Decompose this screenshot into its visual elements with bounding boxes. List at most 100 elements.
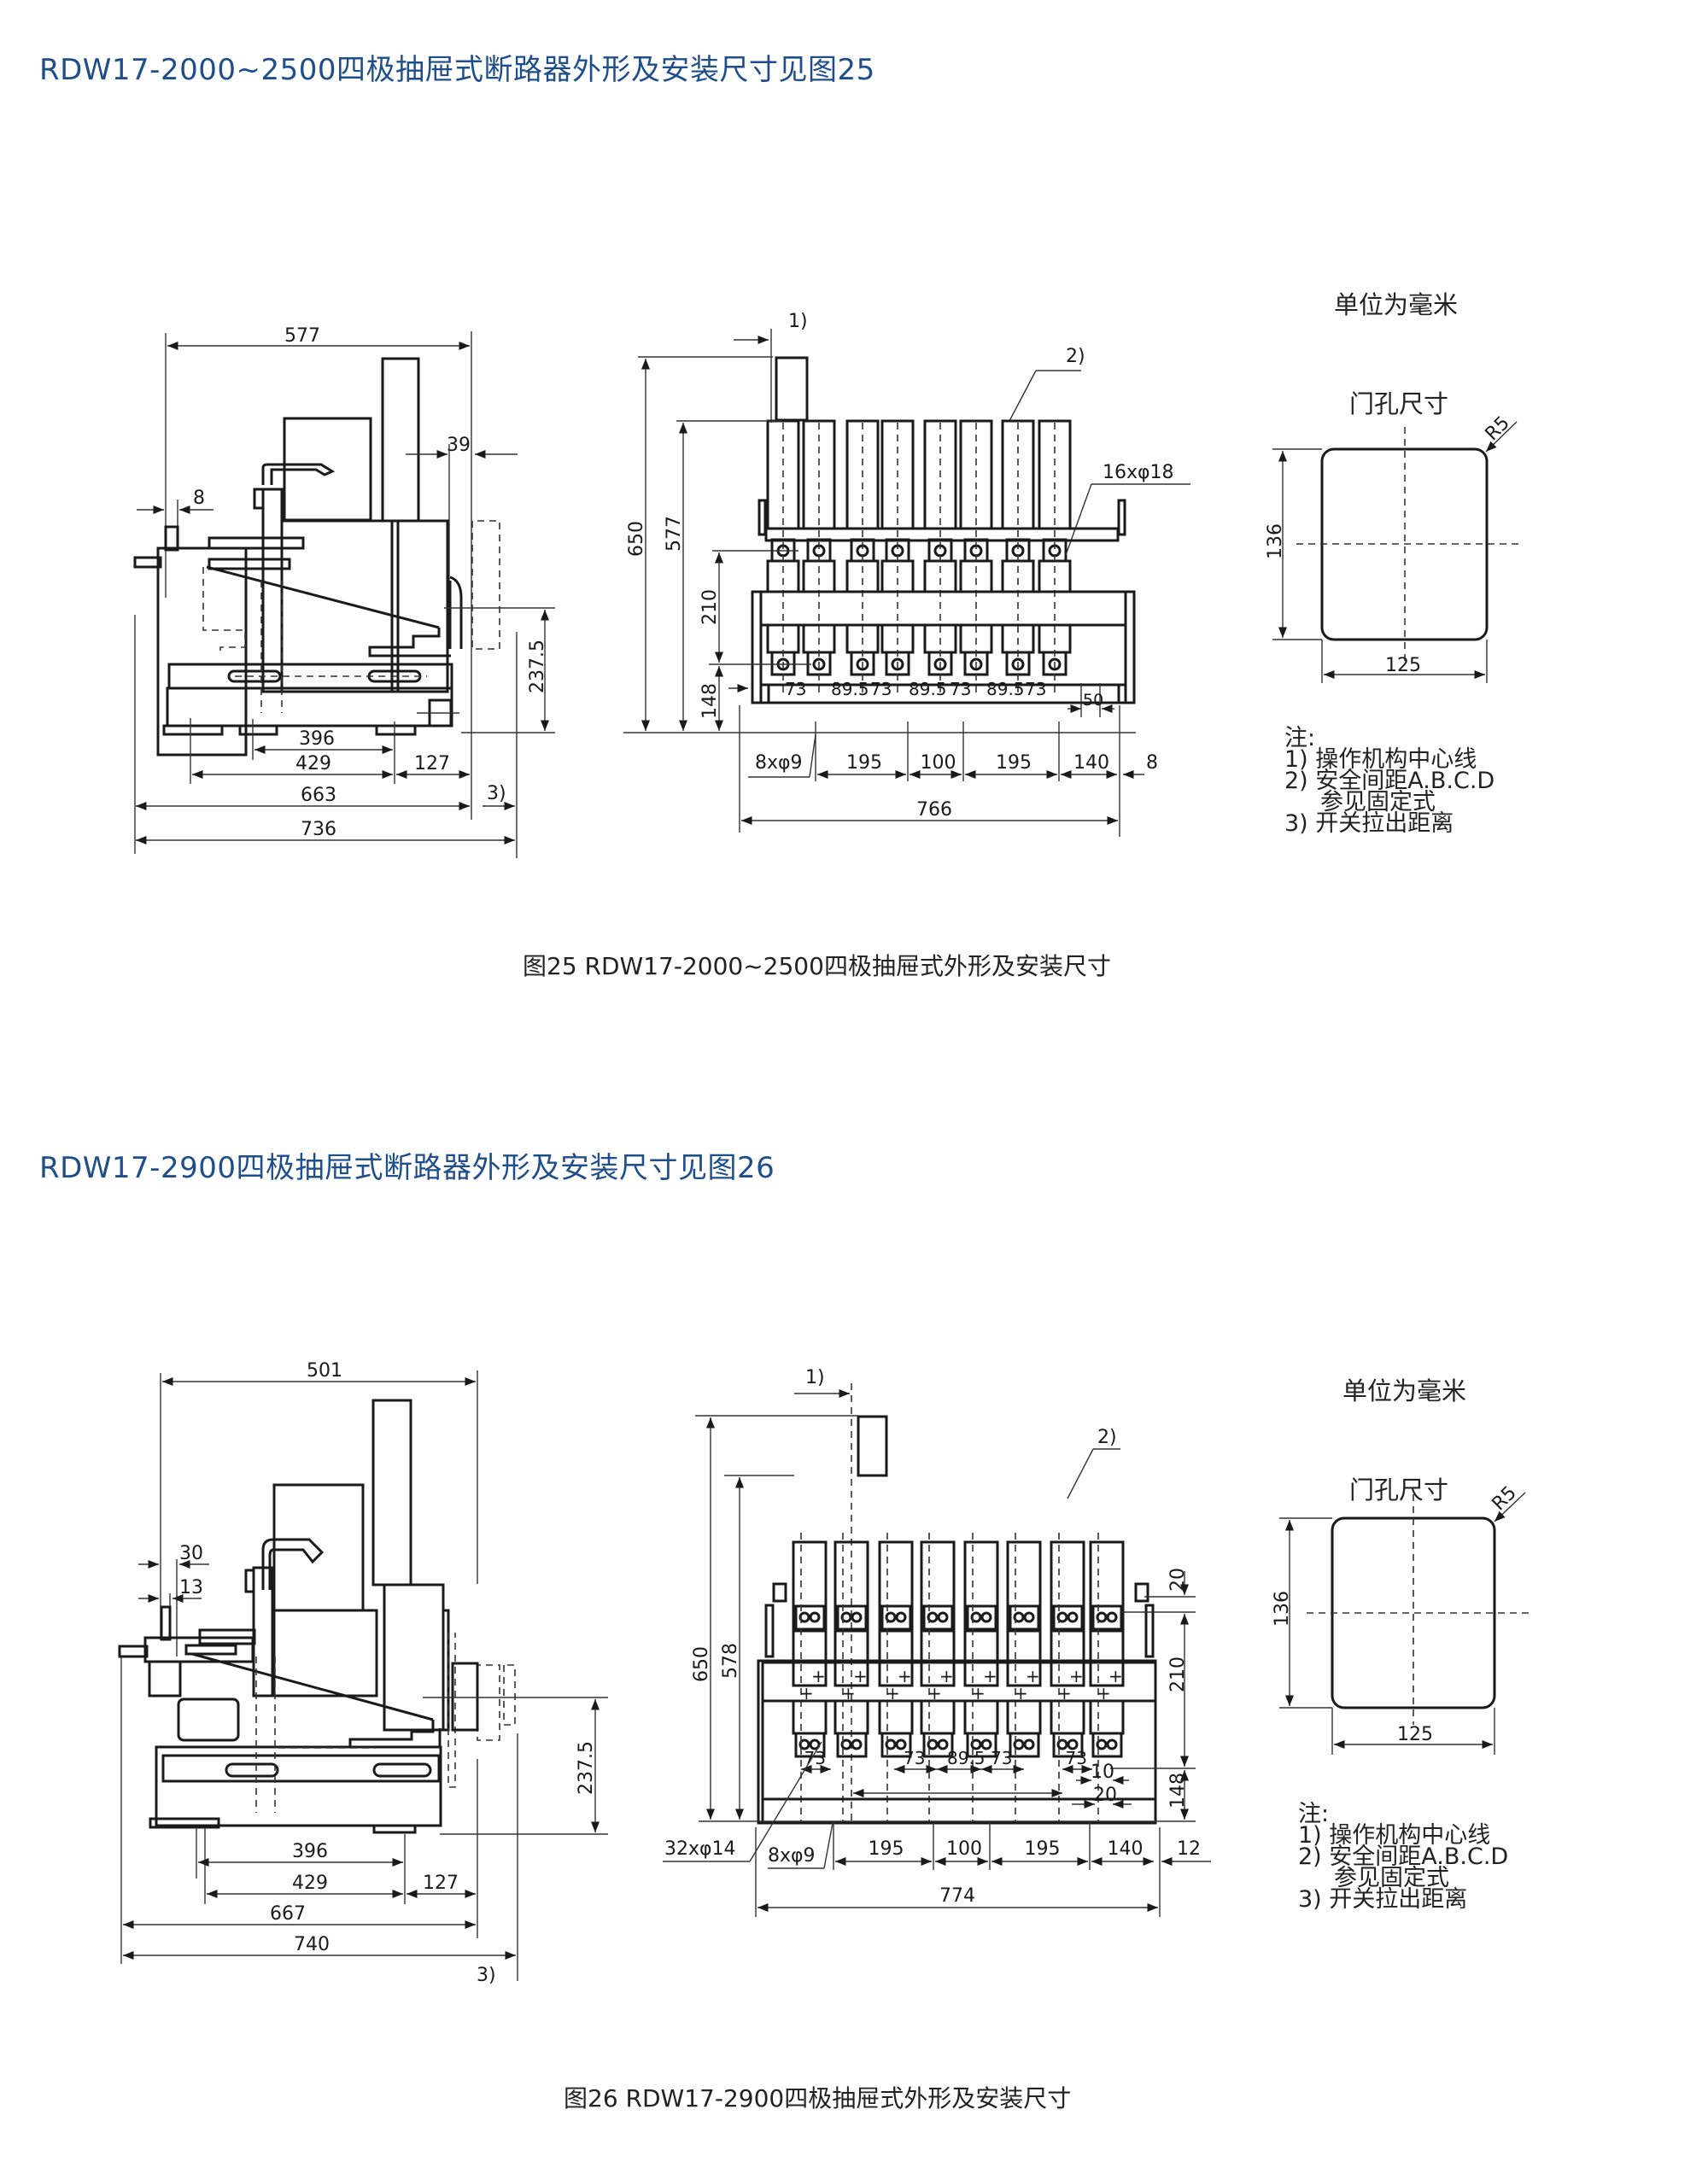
dim-774: 774 (939, 1885, 975, 1907)
pole-busbar (1089, 1540, 1125, 1687)
unit-label: 单位为毫米 (1334, 290, 1459, 319)
terminal-hole (891, 657, 904, 671)
terminal-hole (856, 657, 869, 671)
pole-contact (766, 559, 800, 593)
pitch-label: 89.5 (947, 1748, 986, 1768)
figure-caption: 图26 RDW17-2900四极抽屉式外形及安装尺寸 (564, 2084, 1072, 2112)
terminal-hole (885, 1738, 897, 1750)
dim-148: 148 (1167, 1773, 1189, 1808)
pole-terminal-top (1052, 1604, 1084, 1631)
dim-237-5: 237.5 (576, 1741, 597, 1795)
terminal-hole (1013, 1738, 1025, 1750)
holes-32x14: 32xφ14 (664, 1838, 736, 1860)
fig26-front-view: 1) 2) ++++++++++++++++ 650 578 20 210 (663, 1367, 1211, 1917)
dim-429: 429 (292, 1873, 328, 1894)
dim-210: 210 (699, 589, 721, 625)
callout-2: 2) (1066, 346, 1085, 367)
terminal-hole (851, 1738, 863, 1750)
terminal-hole (809, 1611, 821, 1623)
pole-terminal-top (1009, 1604, 1040, 1631)
pitch-label: 73 (950, 679, 971, 699)
terminal-hole (798, 1738, 810, 1750)
fig25-front-view: 1) 2) 16xφ18 650 577 210 148 (623, 311, 1190, 837)
pole-contact-low (1050, 1699, 1085, 1735)
pole-terminal-top (880, 1604, 912, 1631)
note-item: 2) 安全间距A.B.C.D (1298, 1844, 1509, 1870)
terminal-hole (1023, 1738, 1035, 1750)
pole-contact (1006, 1629, 1042, 1664)
pole-terminal-bottom (880, 1732, 912, 1758)
terminal-hole (1106, 1611, 1118, 1623)
pole-contact (923, 559, 957, 593)
terminal-hole (1096, 1738, 1108, 1750)
dim-740: 740 (294, 1934, 330, 1955)
pitch-label: 73 (870, 679, 892, 699)
dim-13: 13 (179, 1577, 203, 1598)
notes-title: 注: (1298, 1801, 1330, 1827)
fixing-cross: + (927, 1683, 942, 1703)
dim-577: 577 (664, 516, 685, 552)
fig26-side-view: 501 30 13 (118, 1360, 608, 1986)
terminal-hole (1106, 1738, 1118, 1750)
dim-50: 50 (1083, 691, 1103, 710)
pole-terminal-bottom (922, 1732, 954, 1758)
callout-1: 1) (788, 311, 808, 332)
pitch-label: 73 (1066, 1748, 1087, 1768)
pole-contact (1089, 1629, 1125, 1664)
terminal-hole (1048, 657, 1062, 671)
pole-busbar (963, 1540, 999, 1687)
fixing-cross: + (886, 1683, 900, 1703)
callout-2: 2) (1097, 1427, 1117, 1448)
note-item: 3) 开关拉出距离 (1298, 1886, 1468, 1913)
fixing-cross: + (811, 1666, 826, 1686)
dim-210: 210 (1167, 1657, 1189, 1692)
dim-237-5: 237.5 (527, 640, 548, 693)
dim-20-top: 20 (1167, 1568, 1189, 1592)
terminal-hole (851, 1611, 863, 1623)
terminal-hole (937, 1738, 949, 1750)
door-hole-width: 125 (1397, 1724, 1433, 1745)
fig26-door-hole: 136 125 R5 (1272, 1482, 1533, 1755)
pole-terminal-bottom (794, 1732, 826, 1758)
pitch-label: 73 (1025, 679, 1046, 699)
fixing-cross: + (898, 1666, 912, 1686)
figure-caption: 图25 RDW17-2000~2500四极抽屉式外形及安装尺寸 (523, 952, 1111, 980)
terminal-hole (1013, 1611, 1025, 1623)
fixing-cross: + (1026, 1666, 1040, 1686)
dim-30: 30 (179, 1543, 203, 1564)
fixing-cross: + (971, 1683, 986, 1703)
section2-heading: RDW17-2900四极抽屉式断路器外形及安装尺寸见图26 (39, 1151, 775, 1185)
terminal-hole (927, 1738, 939, 1750)
door-hole-height: 136 (1272, 1591, 1293, 1627)
holes-8x9: 8xφ9 (768, 1845, 816, 1867)
fixing-cross: + (853, 1666, 868, 1686)
dim-39: 39 (447, 435, 471, 456)
terminal-hole (1023, 1611, 1035, 1623)
terminal-hole (1056, 1611, 1068, 1623)
dim-pullout-3: 3) (477, 1965, 496, 1986)
fig25-door-hole: 136 125 R5 (1265, 412, 1522, 683)
pole-contact (880, 559, 915, 593)
pole-contact-low (1089, 1699, 1125, 1735)
terminal-hole (809, 1738, 821, 1750)
pitch-label: 89.5 (831, 679, 869, 699)
dim-650: 650 (691, 1646, 712, 1682)
pole-terminal-bottom (1052, 1732, 1084, 1758)
pole-contact-low (963, 1699, 999, 1735)
dim-396: 396 (292, 1841, 328, 1862)
dim-pullout-3: 3) (487, 783, 506, 804)
notes: 注: 1) 操作机构中心线 2) 安全间距A.B.C.D 参见固定式 3) 开关… (1284, 727, 1494, 835)
callout-1: 1) (805, 1367, 825, 1388)
door-hole-title: 门孔尺寸 (1349, 1475, 1449, 1505)
terminal-hole (1011, 657, 1025, 671)
pole-terminal-bottom (1091, 1732, 1123, 1758)
note-item: 参见固定式 (1320, 789, 1436, 815)
base-dim-label: 195 (1025, 1838, 1061, 1860)
fig25-poles (766, 419, 1072, 693)
terminal-hole (812, 657, 826, 671)
dim-148: 148 (699, 683, 721, 719)
pole-contact-low (920, 1699, 956, 1735)
pole-contact (1001, 559, 1035, 593)
